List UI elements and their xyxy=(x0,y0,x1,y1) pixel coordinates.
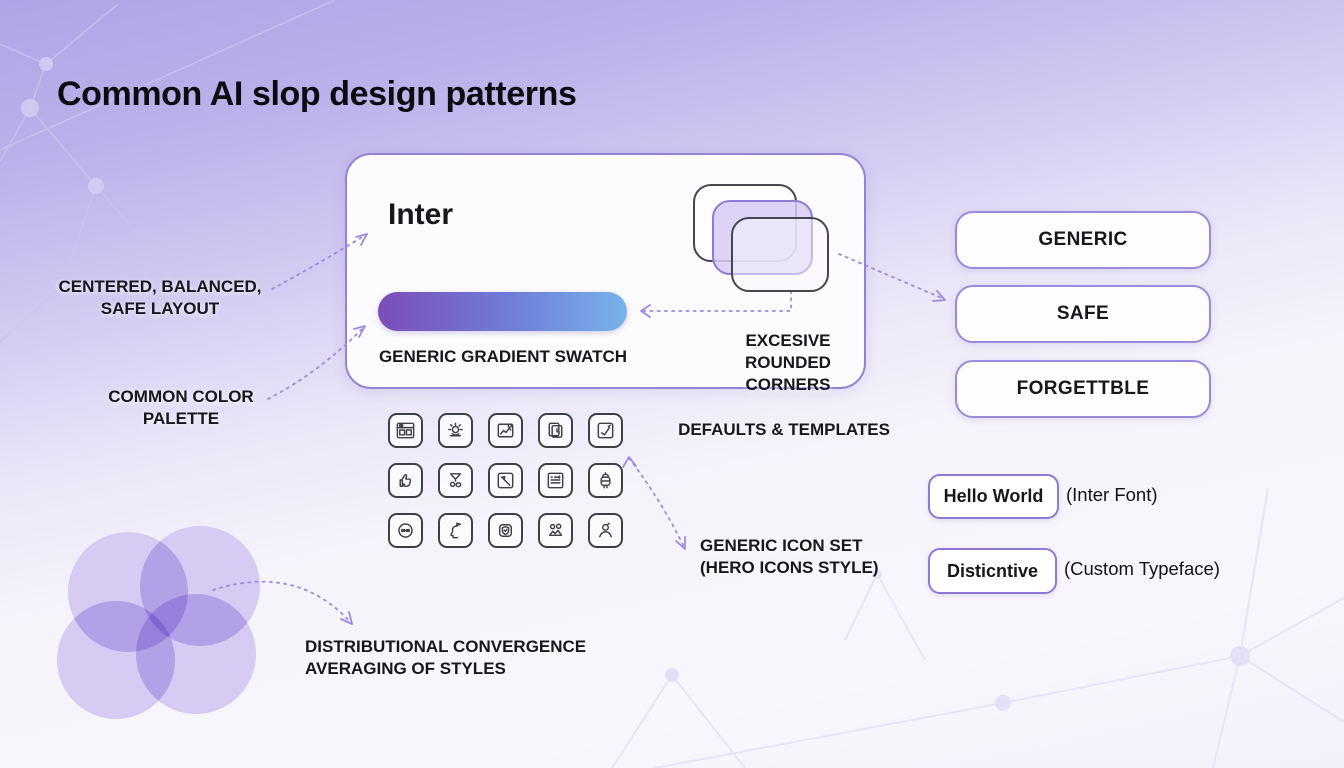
custom-sample-box[interactable]: Disticntive xyxy=(928,548,1057,594)
tag-safe-label: SAFE xyxy=(1056,303,1110,324)
people-mountain-icon xyxy=(538,513,573,548)
venn-circle xyxy=(136,594,256,714)
page-title: Common AI slop design patterns xyxy=(57,74,577,113)
inter-caption: (Inter Font) xyxy=(1066,484,1158,505)
gradient-swatch-label: GENERIC GRADIENT SWATCH xyxy=(378,347,628,366)
backpack-icon xyxy=(588,463,623,498)
inter-font-sample: Inter xyxy=(388,198,454,231)
thumbs-up-icon xyxy=(388,463,423,498)
icon-set-label: GENERIC ICON SET (HERO ICONS STYLE) xyxy=(700,536,879,578)
user-circle-icon xyxy=(588,513,623,548)
tag-generic[interactable]: GENERIC xyxy=(955,211,1211,269)
inter-sample-box[interactable]: Hello World xyxy=(928,474,1059,519)
inter-sample-text: Hello World xyxy=(943,486,1044,506)
pen-square-icon xyxy=(488,463,523,498)
arrow-iconset xyxy=(622,456,686,550)
check-square-icon xyxy=(588,413,623,448)
shield-check-icon xyxy=(488,513,523,548)
slider-toggle-icon xyxy=(388,513,423,548)
image-chart-icon xyxy=(488,413,523,448)
tag-safe[interactable]: SAFE xyxy=(955,285,1211,343)
safe-layout-label: CENTERED, BALANCED, SAFE LAYOUT xyxy=(58,277,262,319)
sun-burst-icon xyxy=(438,413,473,448)
profile-flag-icon xyxy=(438,513,473,548)
article-text-icon xyxy=(538,463,573,498)
rounded-corners-label: EXCESIVE ROUNDED CORNERS xyxy=(745,331,831,395)
generic-icon-grid xyxy=(388,413,623,548)
venn-diagram xyxy=(57,526,260,719)
tag-forgettble[interactable]: FORGETTBLE xyxy=(955,360,1211,418)
tag-forgettble-label: FORGETTBLE xyxy=(1016,378,1150,399)
gradient-swatch xyxy=(378,292,627,331)
ribbon-flask-icon xyxy=(438,463,473,498)
color-palette-label: COMMON COLOR PALETTE xyxy=(108,387,254,429)
custom-sample-text: Disticntive xyxy=(946,560,1039,581)
window-layout-icon xyxy=(388,413,423,448)
defaults-templates-label: DEFAULTS & TEMPLATES xyxy=(678,420,890,439)
custom-caption: (Custom Typeface) xyxy=(1064,558,1220,579)
document-clock-icon xyxy=(538,413,573,448)
convergence-label: DISTRIBUTIONAL CONVERGENCE AVERAGING OF … xyxy=(305,637,587,679)
tag-generic-label: GENERIC xyxy=(1038,229,1128,250)
rounded-rect-front xyxy=(731,217,829,292)
